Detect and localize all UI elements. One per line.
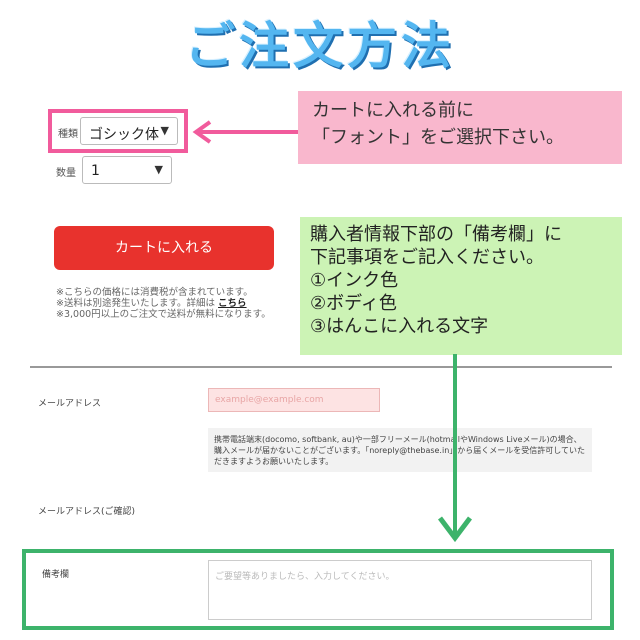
add-to-cart-button[interactable]: カートに入れる [54,226,274,270]
price-notes: ※こちらの価格には消費税が含まれています。 ※送料は別途発生いたします。詳細は … [56,287,271,320]
callout-line-2: 「フォント」をご選択下さい。 [312,127,564,148]
note-line-1: ※こちらの価格には消費税が含まれています。 [56,287,253,298]
down-arrow-line [453,354,457,534]
quantity-label: 数量 [56,168,76,179]
remarks-textarea[interactable]: ご要望等ありましたら、入力してください。 [208,560,592,620]
green-callout-line-3: ①インク色 [310,270,399,291]
quantity-value: 1 [91,163,100,179]
email-help-text: 携帯電話端末(docomo, softbank, au)や一部フリーメール(ho… [208,428,592,472]
note-line-2: ※送料は別途発生いたします。詳細は こちら [56,298,271,309]
email-field[interactable]: example@example.com [208,388,380,412]
chevron-down-icon: ▼ [160,124,169,137]
green-callout-line-4: ②ボディ色 [310,293,397,314]
green-callout-line-2: 下記事項をご記入ください。 [310,247,544,268]
down-arrow-icon [438,516,472,543]
email-label: メールアドレス [38,399,102,409]
remarks-instruction-callout: 購入者情報下部の「備考欄」に 下記事項をご記入ください。 ①インク色 ②ボディ色… [300,217,622,355]
shipping-details-link[interactable]: こちら [218,298,247,309]
green-callout-line-1: 購入者情報下部の「備考欄」に [310,224,562,245]
font-type-select[interactable]: ゴシック体 ▼ [80,117,178,145]
section-divider [30,366,612,368]
note-line-2-text: ※送料は別途発生いたします。詳細は [56,298,216,309]
font-select-callout: カートに入れる前に 「フォント」をご選択下さい。 [298,91,622,164]
quantity-select[interactable]: 1 ▼ [82,156,172,184]
remarks-label: 備考欄 [42,570,70,580]
type-label: 種類 [58,129,78,140]
note-line-3: ※3,000円以上のご注文で送料が無料になります。 [56,309,271,320]
chevron-down-icon: ▼ [154,163,163,176]
remarks-highlight-frame [22,549,614,630]
green-callout-line-5: ③はんこに入れる文字 [310,316,489,337]
page-title: ご注文方法 [185,17,455,75]
email-confirm-label: メールアドレス(ご確認) [38,507,136,517]
callout-line-1: カートに入れる前に [312,100,474,121]
left-arrow-icon [192,120,298,144]
font-type-value: ゴシック体 [89,127,159,143]
select-highlight-frame [48,109,188,153]
